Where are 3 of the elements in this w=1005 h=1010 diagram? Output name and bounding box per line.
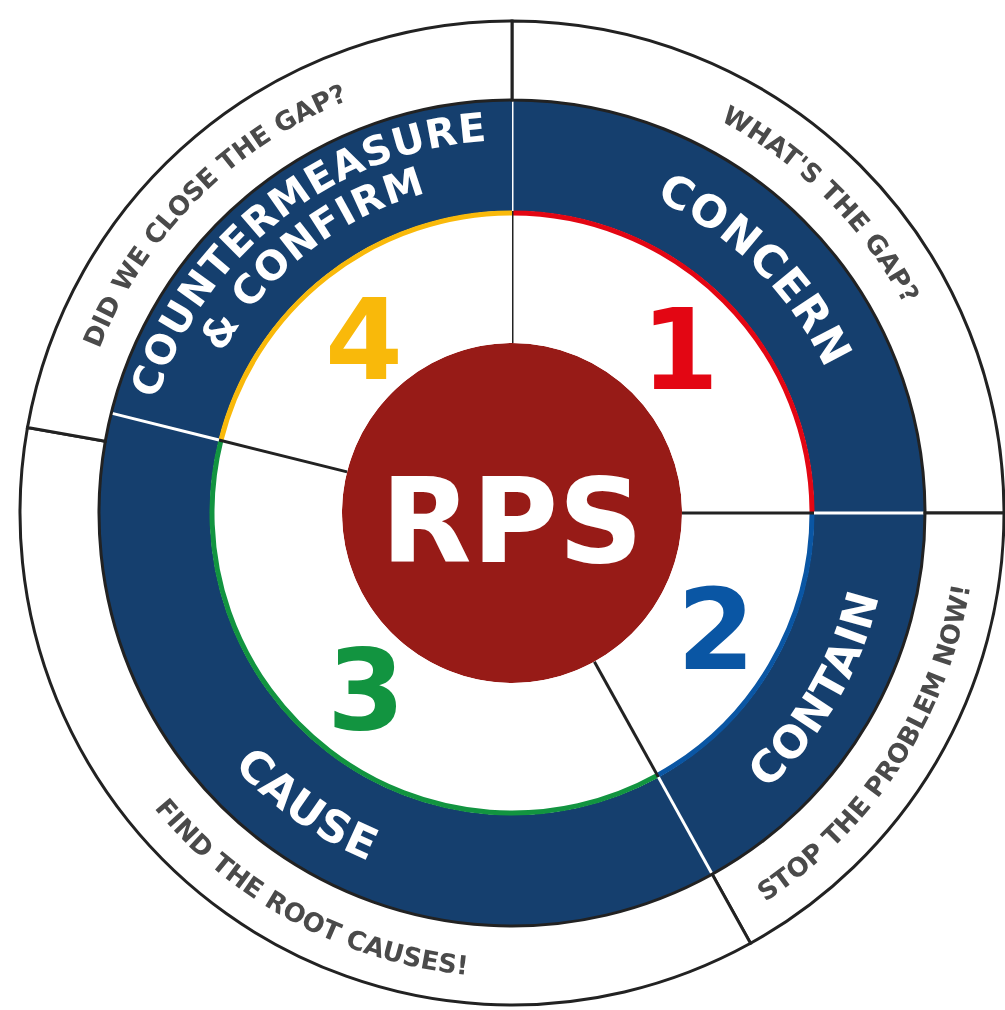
step-number: 2 bbox=[677, 565, 755, 695]
step-number: 3 bbox=[327, 625, 405, 755]
center-label: RPS bbox=[380, 452, 644, 590]
